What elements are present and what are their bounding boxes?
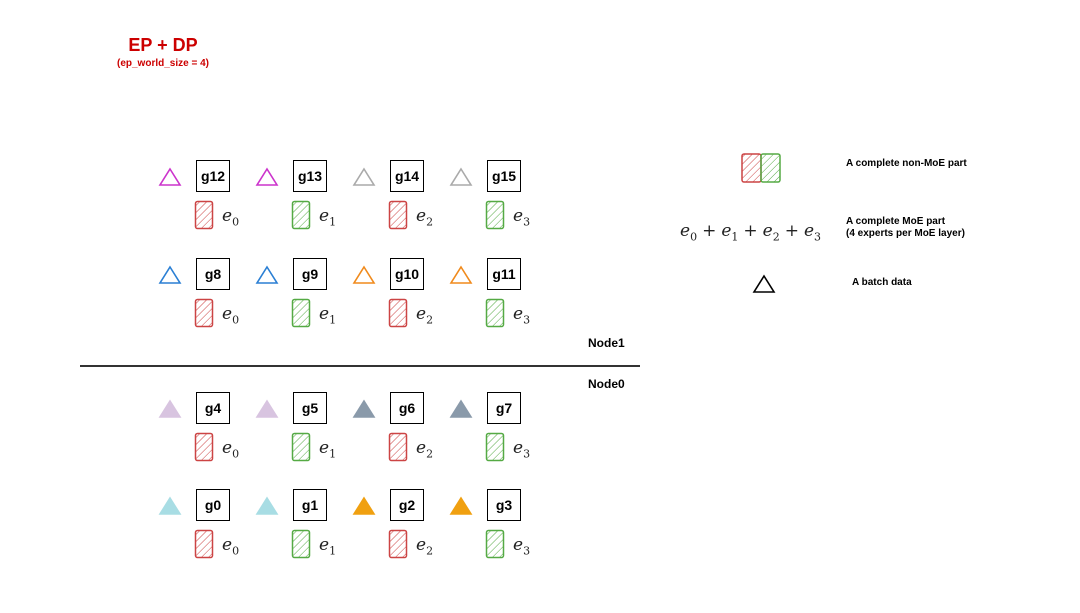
gpu-box-g8: g8 (196, 258, 230, 290)
batch-triangle-icon (255, 167, 279, 187)
gpu-box-g15: g15 (487, 160, 521, 192)
batch-triangle-icon (255, 265, 279, 285)
expert-label: e2 (416, 535, 434, 558)
batch-triangle-icon (255, 496, 279, 516)
gpu-box-g10: g10 (390, 258, 424, 290)
expert-block-icon (388, 298, 408, 328)
expert-label: e0 (222, 535, 240, 558)
batch-triangle-icon (352, 496, 376, 516)
expert-label: e3 (513, 438, 531, 461)
gpu-box-g7: g7 (487, 392, 521, 424)
expert-label: e1 (319, 304, 337, 327)
expert-block-icon (388, 200, 408, 230)
moe-formula: e0+e1+e2+e3 (680, 221, 821, 244)
diagram-subtitle: (ep_world_size = 4) (117, 58, 209, 69)
expert-block-icon (194, 298, 214, 328)
expert-block-icon (388, 432, 408, 462)
batch-triangle-icon (352, 265, 376, 285)
gpu-box-g0: g0 (196, 489, 230, 521)
gpu-box-g11: g11 (487, 258, 521, 290)
batch-triangle-icon (158, 399, 182, 419)
expert-label: e2 (416, 304, 434, 327)
expert-label: e1 (319, 206, 337, 229)
expert-block-icon (291, 200, 311, 230)
batch-triangle-icon (255, 399, 279, 419)
batch-triangle-icon (158, 265, 182, 285)
batch-triangle-icon (352, 167, 376, 187)
batch-label: A batch data (852, 277, 912, 288)
expert-block-icon (485, 200, 505, 230)
moe-label: A complete MoE part (4 experts per MoE l… (846, 216, 965, 240)
expert-block-icon (388, 529, 408, 559)
expert-block-icon (485, 432, 505, 462)
gpu-box-g13: g13 (293, 160, 327, 192)
expert-label: e1 (319, 438, 337, 461)
batch-triangle-icon (158, 496, 182, 516)
batch-triangle-icon (449, 167, 473, 187)
expert-label: e3 (513, 304, 531, 327)
batch-triangle-icon (158, 167, 182, 187)
batch-triangle-icon (449, 265, 473, 285)
node-divider (80, 365, 640, 367)
node0-label: Node0 (588, 377, 625, 391)
gpu-box-g14: g14 (390, 160, 424, 192)
expert-block-icon (194, 432, 214, 462)
gpu-box-g6: g6 (390, 392, 424, 424)
expert-label: e1 (319, 535, 337, 558)
expert-label: e0 (222, 304, 240, 327)
non-moe-label: A complete non-MoE part (846, 158, 967, 169)
expert-label: e2 (416, 206, 434, 229)
batch-triangle-icon (449, 496, 473, 516)
non-moe-part-icon (741, 153, 781, 183)
batch-triangle-icon (352, 399, 376, 419)
moe-label-line2: (4 experts per MoE layer) (846, 228, 965, 239)
expert-block-icon (485, 298, 505, 328)
moe-label-line1: A complete MoE part (846, 216, 946, 227)
expert-label: e0 (222, 438, 240, 461)
expert-label: e0 (222, 206, 240, 229)
expert-label: e2 (416, 438, 434, 461)
gpu-box-g12: g12 (196, 160, 230, 192)
gpu-box-g5: g5 (293, 392, 327, 424)
gpu-box-g3: g3 (487, 489, 521, 521)
expert-block-icon (291, 432, 311, 462)
expert-block-icon (485, 529, 505, 559)
gpu-box-g9: g9 (293, 258, 327, 290)
batch-triangle-icon (752, 274, 776, 293)
expert-block-icon (291, 529, 311, 559)
diagram-title: EP + DP (128, 35, 198, 55)
gpu-box-g4: g4 (196, 392, 230, 424)
expert-label: e3 (513, 206, 531, 229)
node1-label: Node1 (588, 336, 625, 350)
expert-block-icon (291, 298, 311, 328)
expert-block-icon (194, 200, 214, 230)
batch-triangle-icon (449, 399, 473, 419)
gpu-box-g1: g1 (293, 489, 327, 521)
expert-label: e3 (513, 535, 531, 558)
expert-block-icon (194, 529, 214, 559)
gpu-box-g2: g2 (390, 489, 424, 521)
